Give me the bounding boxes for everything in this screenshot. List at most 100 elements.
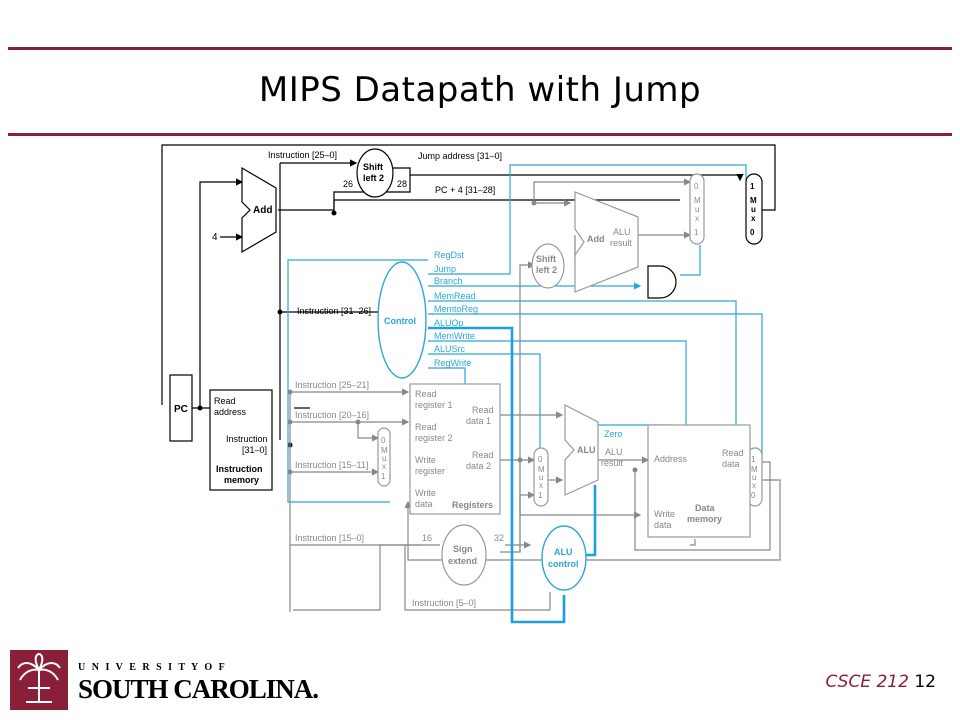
sign-extend-2: extend	[448, 556, 477, 566]
pc-adder	[241, 166, 277, 254]
reg-d1-1: Read	[472, 405, 494, 415]
reg-r2-1: Read	[415, 422, 437, 432]
mux-regdst	[377, 427, 391, 487]
imem-instr-2: [31–0]	[242, 445, 267, 455]
instr-31-26-label: Instruction [31–26]	[297, 306, 371, 316]
dmem-title-2: memory	[687, 514, 722, 524]
alu-control	[541, 525, 587, 591]
shift-mid-line2: left 2	[536, 265, 557, 275]
logo-line1: U N I V E R S I T Y O F	[78, 662, 227, 673]
zero-label: Zero	[604, 429, 623, 439]
instruction-memory	[209, 389, 273, 491]
n28-label: 28	[397, 179, 407, 189]
usc-logo: U N I V E R S I T Y O F SOUTH CAROLINA.	[10, 650, 319, 710]
palmetto-icon	[17, 653, 61, 703]
instr-15-11-label: Instruction [15–11]	[295, 460, 368, 470]
four-label: 4	[212, 232, 218, 243]
branch-adder-result-2: result	[610, 238, 633, 248]
shift-top-line2: left 2	[363, 173, 384, 183]
instr-25-0-label: Instruction [25–0]	[268, 150, 337, 160]
reg-wd-2: data	[415, 499, 433, 509]
reg-w-1: Write	[415, 455, 436, 465]
pc-register	[169, 374, 193, 442]
signal-regwrite: RegWrite	[434, 358, 471, 368]
signal-branch: Branch	[434, 276, 463, 286]
instr-15-0-label: Instruction [15–0]	[295, 533, 364, 543]
imem-title-2: memory	[224, 475, 259, 485]
shift-left-middle	[531, 243, 565, 289]
pc4-label: PC + 4 [31–28]	[435, 185, 495, 195]
page-number: 12	[914, 672, 936, 692]
signal-regdst: RegDst	[434, 250, 465, 260]
imem-title-1: Instruction	[216, 464, 263, 474]
instr-20-16-label: Instruction [20–16]	[295, 410, 369, 420]
shift-mid-line1: Shift	[536, 254, 556, 264]
dmem-read-2: data	[722, 459, 740, 469]
title-rule	[8, 133, 952, 136]
sign-extend	[441, 524, 487, 586]
dmem-address: Address	[654, 454, 688, 464]
reg-r2-2: register 2	[415, 433, 453, 443]
mux-branch	[689, 173, 705, 245]
dmem-read-1: Read	[722, 448, 744, 458]
alu-result-2: result	[601, 458, 624, 468]
reg-wd-1: Write	[415, 488, 436, 498]
reg-d2-2: data 2	[466, 461, 491, 471]
instr-5-0-label: Instruction [5–0]	[412, 598, 476, 608]
dmem-title-1: Data	[695, 503, 716, 513]
alu-label: ALU	[577, 445, 596, 455]
signal-aluop: ALUOp	[434, 318, 464, 328]
shift-left-top	[356, 148, 394, 198]
top-rule	[8, 47, 952, 50]
datapath-diagram: PC Add 4 Shift left 2 Instruction [25–0]…	[161, 144, 781, 624]
mux-alusrc	[533, 447, 549, 507]
signal-memtoreg: MemtoReg	[434, 304, 478, 314]
signal-alusrc: ALUSrc	[434, 344, 466, 354]
instr-25-21-label: Instruction [25–21]	[295, 380, 369, 390]
mux-jump	[745, 173, 763, 245]
branch-adder-result-1: ALU	[613, 227, 631, 237]
control-unit	[377, 261, 427, 379]
imem-read-2: address	[214, 407, 247, 417]
pc-label: PC	[174, 404, 188, 415]
registers-label: Registers	[452, 500, 493, 510]
reg-d2-1: Read	[472, 450, 494, 460]
n16-label: 16	[422, 533, 432, 543]
n26-label: 26	[343, 179, 353, 189]
aluop-highlight-wire	[428, 326, 566, 624]
reg-r1-2: register 1	[415, 400, 453, 410]
imem-read-1: Read	[214, 396, 236, 406]
slide-title: MIPS Datapath with Jump	[258, 70, 702, 110]
signal-memwrite: MemWrite	[434, 331, 475, 341]
branch-adder	[574, 191, 639, 293]
alu-result-1: ALU	[605, 447, 623, 457]
sign-extend-1: Sign	[453, 544, 473, 554]
control-signals: RegDstJumpBranchMemReadMemtoRegALUOpMemW…	[434, 250, 478, 368]
dmem-write-1: Write	[654, 509, 675, 519]
dmem-write-2: data	[654, 520, 672, 530]
main-alu	[564, 404, 599, 496]
pc-adder-label: Add	[253, 205, 272, 216]
signal-memread: MemRead	[434, 291, 476, 301]
imem-instr-1: Instruction	[226, 434, 268, 444]
signal-jump: Jump	[434, 264, 456, 274]
reg-r1-1: Read	[415, 389, 437, 399]
jump-wires	[161, 144, 776, 440]
register-file	[409, 383, 501, 515]
course-name: CSCE 212	[825, 672, 909, 692]
shift-top-line1: Shift	[363, 162, 383, 172]
branch-and-gate	[647, 265, 677, 299]
logo-line2: SOUTH CAROLINA.	[78, 674, 318, 704]
datapath-wires	[289, 178, 781, 612]
alu-control-2: control	[548, 559, 579, 569]
data-memory	[647, 424, 751, 538]
reg-w-2: register	[415, 466, 445, 476]
n32-label: 32	[494, 533, 504, 543]
reg-d1-2: data 1	[466, 416, 491, 426]
alu-control-1: ALU	[554, 547, 573, 557]
